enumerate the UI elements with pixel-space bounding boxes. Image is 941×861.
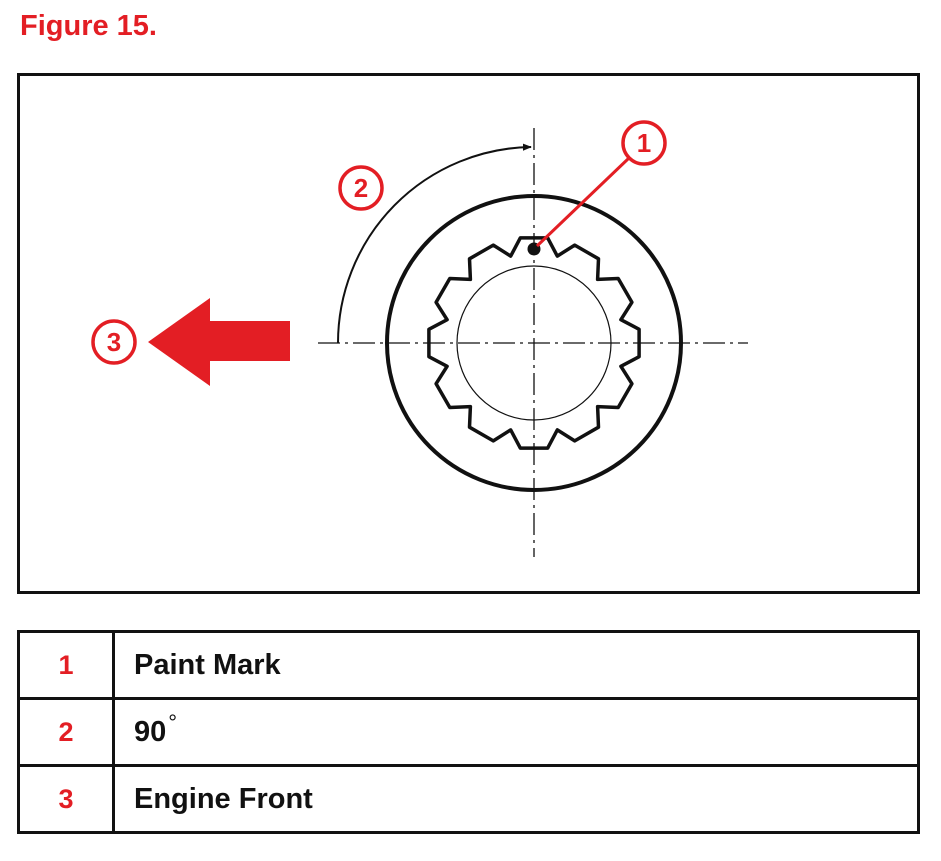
engine-front-arrow [148,298,290,386]
callout-1: 1 [621,120,667,166]
twelve-point-profile [427,236,641,450]
callout-1-number: 1 [637,128,651,158]
legend-row: 3 Engine Front [17,764,920,834]
legend-label: Paint Mark [112,630,920,700]
legend-number: 3 [17,764,115,834]
legend-label-container: 90° [112,697,920,767]
callout-3-number: 3 [107,327,121,357]
legend-label: 90 [134,715,167,748]
rotation-arc-arrow [337,143,532,344]
legend-row: 1 Paint Mark [17,630,920,700]
legend-row: 2 90° [17,697,920,767]
diagram-frame [17,73,920,594]
callout-2: 2 [338,165,384,211]
legend-number: 1 [17,630,115,700]
inner-circle [456,265,612,421]
callout-3: 3 [91,319,137,365]
diagram: 1 2 3 [91,120,748,557]
legend-table: 1 Paint Mark 2 90° 3 Engine Front [17,630,920,834]
legend-number: 2 [17,697,115,767]
legend-label: Engine Front [112,764,920,834]
outer-circle [385,194,683,492]
callout-2-number: 2 [354,173,368,203]
callout-1-leader [535,156,631,248]
figure-title: Figure 15. [20,10,157,42]
degree-symbol: ° [168,709,178,735]
